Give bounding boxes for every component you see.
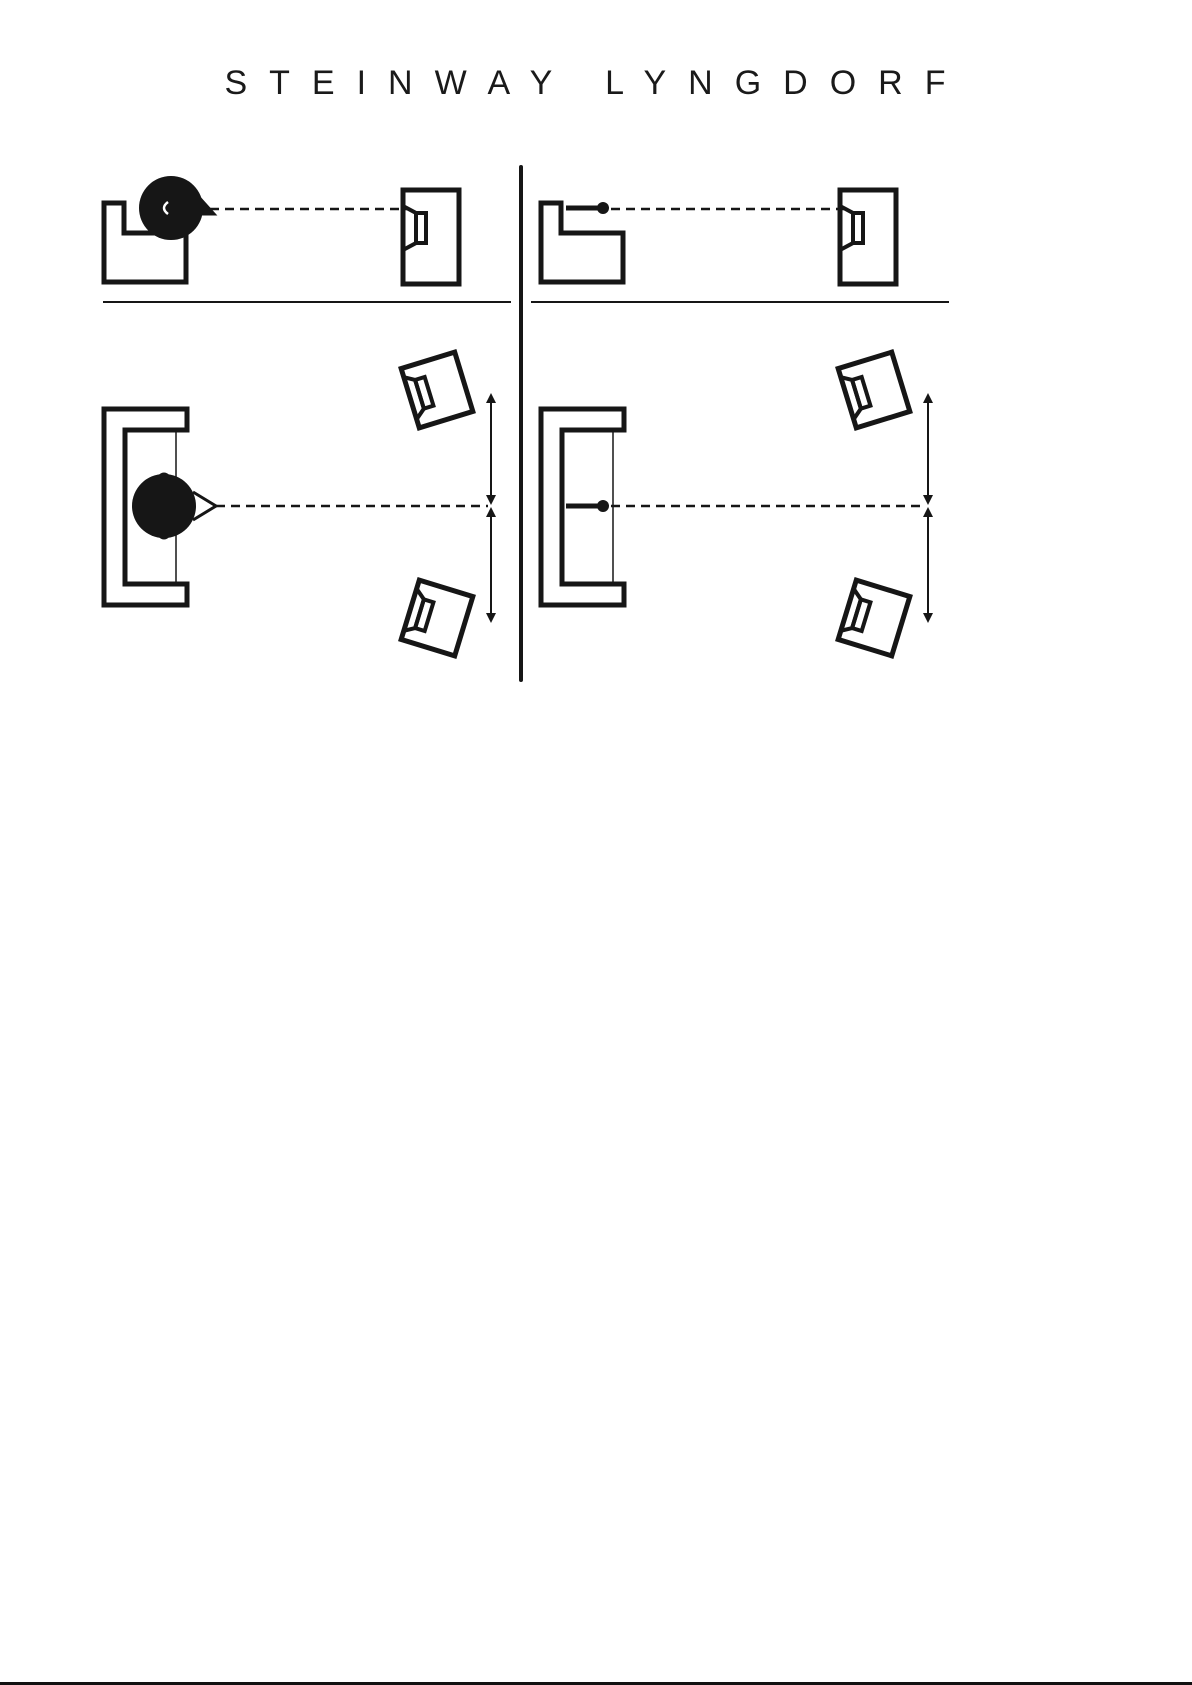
- speaker-side-icon: [403, 190, 459, 284]
- speaker-side-icon: [840, 190, 896, 284]
- microphone-icon: [566, 202, 609, 214]
- top-view-microphone-panel: [541, 352, 928, 656]
- chair-side-icon: [541, 203, 623, 282]
- speaker-top-icon-lower: [838, 580, 910, 656]
- top-view-listener-panel: [104, 352, 491, 656]
- side-view-listener-panel: [104, 176, 459, 284]
- microphone-icon: [566, 500, 609, 512]
- side-view-microphone-panel: [541, 190, 896, 284]
- speaker-top-icon-upper: [401, 352, 473, 428]
- head-icon: [139, 176, 214, 240]
- head-icon: [132, 474, 216, 538]
- speaker-top-icon-lower: [401, 580, 473, 656]
- speaker-top-icon-upper: [838, 352, 910, 428]
